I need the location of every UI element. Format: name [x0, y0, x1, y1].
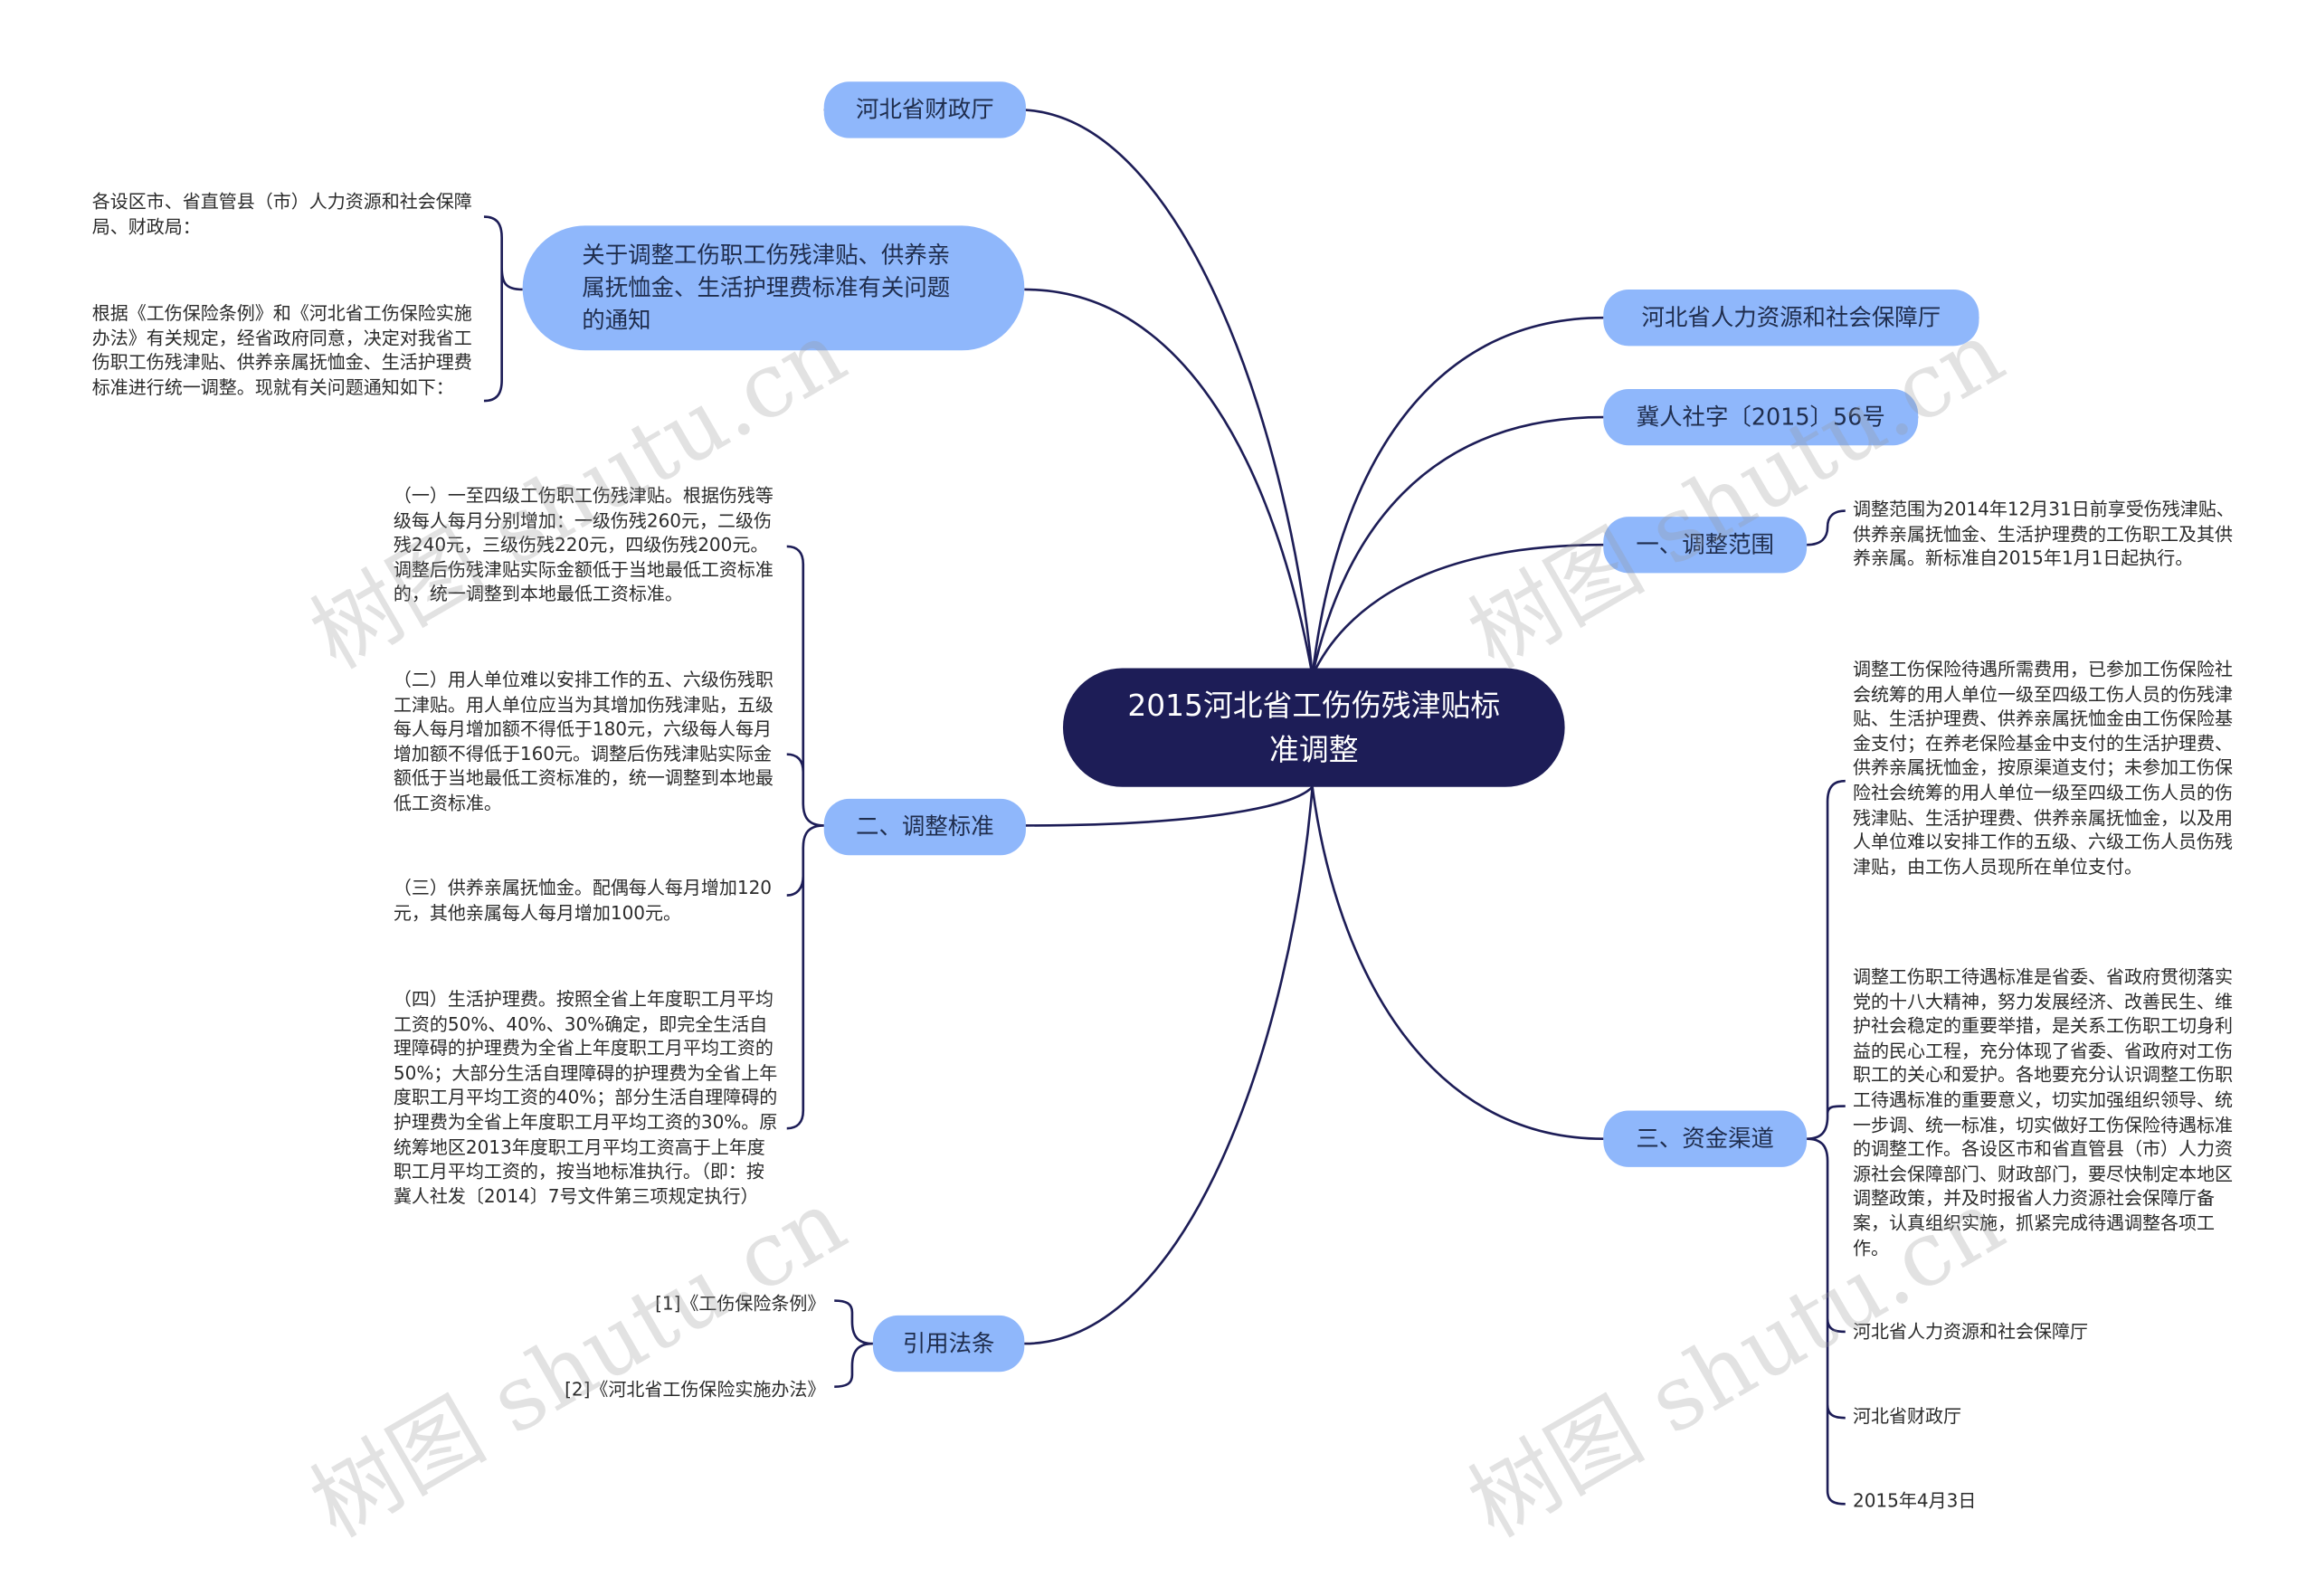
- branch-label: 三、资金渠道: [1636, 1125, 1774, 1153]
- edge-root-b3: [1024, 785, 1314, 827]
- bracket-b2: [483, 215, 523, 403]
- bracket-b4: [834, 1299, 873, 1389]
- branch-doc-number[interactable]: 冀人社字〔2015〕56号: [1603, 388, 1919, 446]
- edge-root-b1: [1024, 109, 1314, 676]
- branch-standards[interactable]: 二、调整标准: [823, 798, 1026, 856]
- bracket-b7: [1807, 509, 1846, 546]
- leaf-notice-addressee: 各设区市、省直管县（市）人力资源和社会保障局、财政局：: [91, 191, 472, 237]
- leaf-funding-4: 河北省财政厅: [1852, 1406, 1961, 1428]
- root-title: 2015河北省工伤伤残津贴标准调整: [1127, 687, 1501, 768]
- leaf-funding-5: 2015年4月3日: [1852, 1490, 1977, 1512]
- leaf-funding-2: 调整工伤职工待遇标准是省委、省政府贯彻落实党的十八大精神，努力发展经济、改善民生…: [1852, 966, 2233, 1259]
- branch-hebei-finance[interactable]: 河北省财政厅: [823, 81, 1026, 138]
- leaf-funding-3: 河北省人力资源和社会保障厅: [1852, 1321, 2088, 1343]
- branch-scope[interactable]: 一、调整范围: [1603, 517, 1808, 574]
- root-node[interactable]: 2015河北省工伤伤残津贴标准调整: [1062, 668, 1565, 787]
- branch-label: 冀人社字〔2015〕56号: [1636, 404, 1885, 431]
- branch-label: 关于调整工伤职工伤残津贴、供养亲属抚恤金、生活护理费标准有关问题的通知: [582, 242, 951, 335]
- leaf-standard-3: （三）供养亲属抚恤金。配偶每人每月增加120元，其他亲属每人每月增加100元。: [393, 877, 773, 924]
- leaf-standard-1: （一）一至四级工伤职工伤残津贴。根据伤残等级每人每月分别增加：一级伤残260元，…: [393, 485, 774, 605]
- branch-funding[interactable]: 三、资金渠道: [1603, 1110, 1808, 1167]
- branch-label: 引用法条: [902, 1330, 995, 1357]
- branch-laws[interactable]: 引用法条: [872, 1315, 1025, 1373]
- leaf-notice-body: 根据《工伤保险条例》和《河北省工伤保险实施办法》有关规定，经省政府同意，决定对我…: [91, 302, 472, 398]
- branch-label: 河北省人力资源和社会保障厅: [1641, 304, 1941, 331]
- leaf-law-2: [2]《河北省工伤保险实施办法》: [565, 1379, 826, 1401]
- branch-hebei-hrss[interactable]: 河北省人力资源和社会保障厅: [1603, 289, 1979, 347]
- leaf-standard-2: （二）用人单位难以安排工作的五、六级伤残职工津贴。用人单位应当为其增加伤残津贴，…: [393, 670, 774, 814]
- branch-notice[interactable]: 关于调整工伤职工伤残津贴、供养亲属抚恤金、生活护理费标准有关问题的通知: [522, 225, 1025, 351]
- leaf-law-1: [1]《工伤保险条例》: [655, 1293, 826, 1315]
- leaf-funding-1: 调整工伤保险待遇所需费用，已参加工伤保险社会统筹的用人单位一级至四级工伤人员的伤…: [1852, 659, 2233, 878]
- bracket-b3: [786, 545, 824, 1130]
- edge-root-b6: [1311, 415, 1604, 676]
- leaf-scope: 调整范围为2014年12月31日前享受伤残津贴、供养亲属抚恤金、生活护理费的工伤…: [1852, 499, 2235, 569]
- edge-root-b2: [1024, 288, 1314, 676]
- bracket-b8: [1807, 779, 1846, 1506]
- leaf-standard-4: （四）生活护理费。按照全省上年度职工月平均工资的50%、40%、30%确定，即完…: [393, 988, 778, 1207]
- edge-root-b7: [1311, 543, 1604, 677]
- branch-label: 二、调整标准: [856, 813, 994, 841]
- branch-label: 河北省财政厅: [856, 96, 994, 124]
- edge-root-b8: [1311, 786, 1604, 1140]
- branch-label: 一、调整范围: [1636, 531, 1774, 559]
- edge-root-b5: [1311, 316, 1604, 676]
- edge-root-b4: [1024, 786, 1314, 1345]
